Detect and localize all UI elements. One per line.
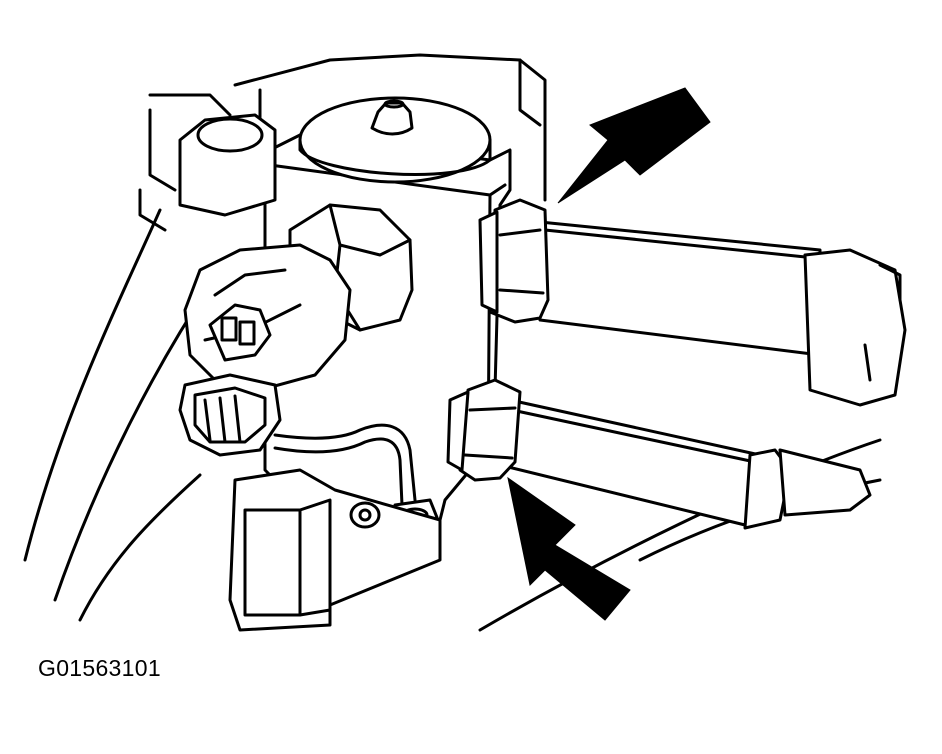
lower-line-assembly [446, 378, 872, 530]
upper-line-assembly [478, 198, 907, 407]
mounting-bracket [228, 468, 442, 632]
lower-fitting-arrow [507, 476, 631, 621]
upper-line-fitting-nut [488, 198, 550, 324]
upper-fitting-arrow [557, 87, 711, 204]
figure-code-label: G01563101 [38, 655, 161, 681]
electrical-connector [178, 243, 352, 457]
left-hose-fitting [178, 113, 277, 217]
background-contours [23, 53, 882, 632]
